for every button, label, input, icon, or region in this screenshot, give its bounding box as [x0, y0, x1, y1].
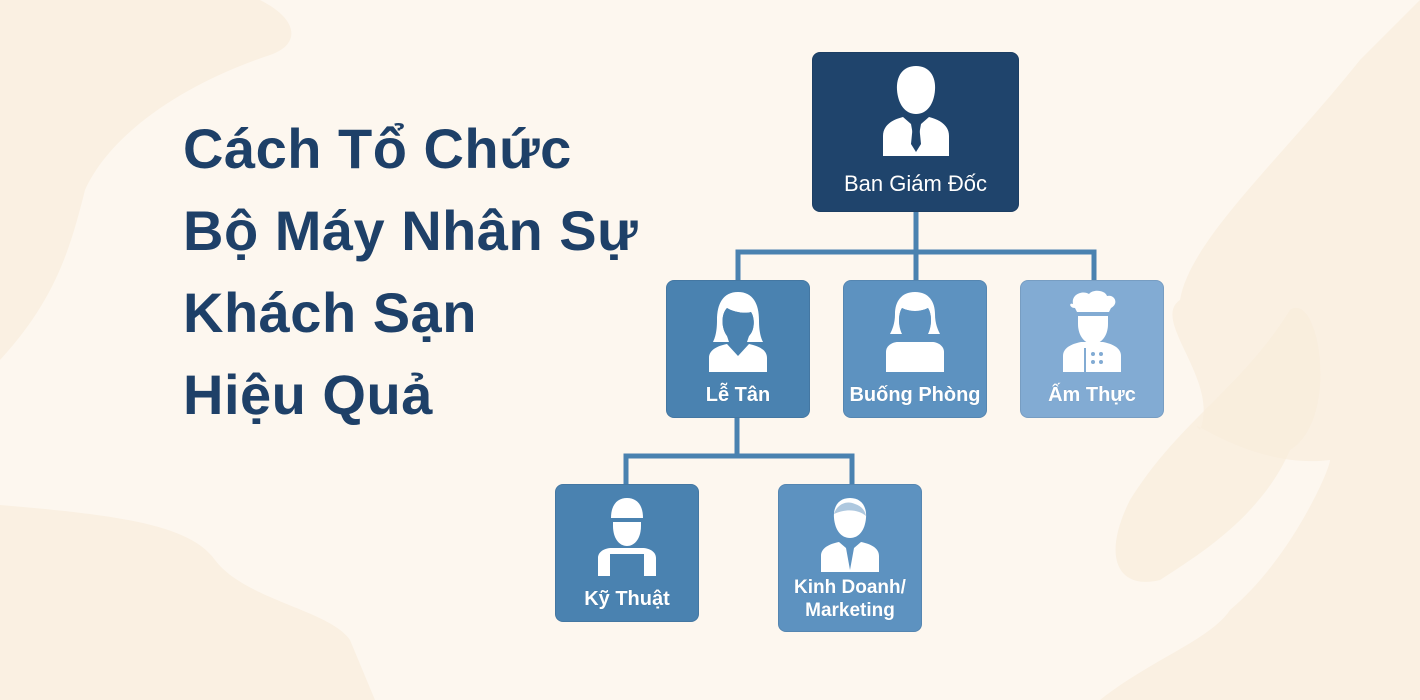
title-line-2: Bộ Máy Nhân Sự: [183, 199, 639, 262]
org-node-kinh-doanh-marketing: Kinh Doanh/ Marketing: [778, 484, 922, 632]
node-label: Ban Giám Đốc: [843, 171, 988, 196]
node-label-line-2: Marketing: [805, 600, 895, 621]
node-label: Buống Phòng: [849, 384, 981, 406]
org-node-ky-thuat: Kỹ Thuật: [555, 484, 699, 622]
org-node-am-thuc: Ấm Thực: [1020, 280, 1164, 418]
node-label: Ấm Thực: [1048, 384, 1136, 406]
org-node-le-tan: Lễ Tân: [666, 280, 810, 418]
chef-icon: [1063, 290, 1121, 372]
housekeeper-icon: [886, 292, 944, 372]
receptionist-woman-icon: [709, 292, 767, 372]
salesman-icon: [821, 498, 879, 572]
title-line-1: Cách Tổ Chức: [183, 117, 572, 180]
node-label: Kinh Doanh/ Marketing: [778, 576, 922, 622]
org-node-ban-giam-doc: Ban Giám Đốc: [812, 52, 1019, 212]
node-label: Kỹ Thuật: [584, 588, 670, 610]
node-label-line-1: Kinh Doanh/: [794, 577, 906, 598]
title-line-4: Hiệu Quả: [183, 363, 433, 426]
businessman-icon: [882, 66, 949, 156]
title-line-3: Khách Sạn: [183, 281, 477, 344]
org-node-buong-phong: Buống Phòng: [843, 280, 987, 418]
page-title: Cách Tổ Chức Bộ Máy Nhân Sự Khách Sạn Hi…: [183, 108, 638, 436]
node-label: Lễ Tân: [705, 384, 771, 406]
technician-icon: [598, 498, 656, 576]
